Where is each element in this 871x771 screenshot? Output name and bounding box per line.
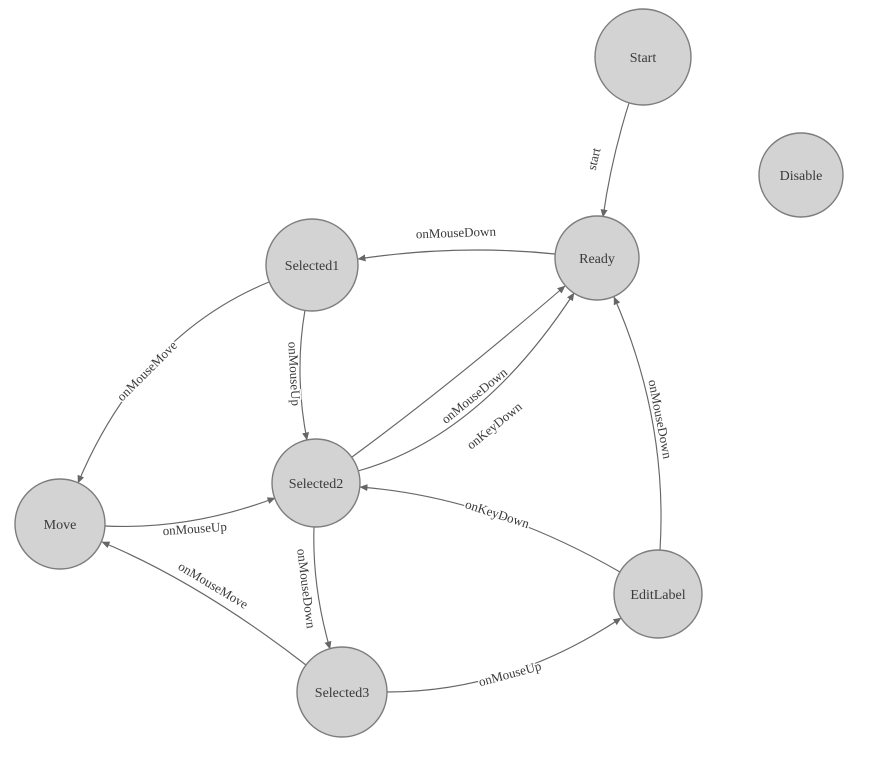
node-circle-selected2[interactable] — [271, 438, 361, 528]
node-label-move: Move — [44, 518, 77, 533]
edge-move-to-selected2[interactable] — [104, 497, 276, 527]
node-ready[interactable]: Ready — [554, 215, 640, 301]
node-circle-move[interactable] — [14, 478, 106, 570]
node-editlabel[interactable]: EditLabel — [613, 549, 703, 639]
node-selected2[interactable]: Selected2 — [271, 438, 361, 528]
node-selected3[interactable]: Selected3 — [296, 646, 388, 738]
edge-label-ready-to-selected1: onMouseDown — [416, 224, 497, 242]
edge-selected2-to-selected3[interactable] — [313, 526, 332, 650]
edge-label-selected3-to-editlabel: onMouseUp — [477, 658, 543, 689]
edge-selected3-to-editlabel[interactable] — [386, 617, 622, 693]
edge-selected2-to-ready-key[interactable] — [357, 292, 575, 472]
node-label-selected3: Selected3 — [315, 686, 369, 701]
edge-editlabel-to-ready[interactable] — [613, 296, 662, 551]
node-label-editlabel: EditLabel — [630, 588, 685, 603]
edge-start-to-ready[interactable] — [600, 102, 630, 218]
edge-label-start-to-ready: start — [584, 146, 604, 172]
edges-layer — [77, 102, 662, 693]
node-circle-ready[interactable] — [554, 215, 640, 301]
node-label-start: Start — [630, 51, 657, 66]
node-circle-start[interactable] — [594, 8, 692, 106]
edge-ready-to-selected1[interactable] — [357, 249, 556, 262]
node-label-selected1: Selected1 — [285, 259, 339, 274]
node-label-disable: Disable — [780, 169, 823, 184]
edge-label-selected2-to-selected3: onMouseDown — [294, 548, 319, 630]
edge-editlabel-to-selected2[interactable] — [359, 484, 621, 573]
edge-label-selected3-to-move: onMouseMove — [176, 558, 251, 612]
edge-selected3-to-move[interactable] — [101, 541, 307, 666]
node-circle-selected3[interactable] — [296, 646, 388, 738]
edge-label-editlabel-to-ready: onMouseDown — [645, 378, 675, 460]
node-move[interactable]: Move — [14, 478, 106, 570]
edge-selected1-to-selected2[interactable] — [299, 309, 309, 441]
node-circle-selected1[interactable] — [265, 218, 359, 312]
edge-label-editlabel-to-selected2: onKeyDown — [463, 496, 531, 531]
node-circle-disable[interactable] — [758, 132, 844, 218]
edge-label-move-to-selected2: onMouseUp — [162, 519, 227, 538]
node-disable[interactable]: Disable — [758, 132, 844, 218]
node-selected1[interactable]: Selected1 — [265, 218, 359, 312]
edge-label-selected1-to-move: onMouseMove — [114, 338, 180, 404]
node-start[interactable]: Start — [594, 8, 692, 106]
edge-selected2-to-ready-mouse[interactable] — [351, 285, 566, 458]
edge-label-selected2-to-ready-key: onKeyDown — [464, 398, 525, 452]
edge-selected1-to-move[interactable] — [77, 281, 270, 484]
edge-label-selected1-to-selected2: onMouseUp — [285, 341, 303, 406]
node-label-selected2: Selected2 — [289, 477, 343, 492]
node-label-ready: Ready — [579, 252, 615, 267]
node-circle-editlabel[interactable] — [613, 549, 703, 639]
